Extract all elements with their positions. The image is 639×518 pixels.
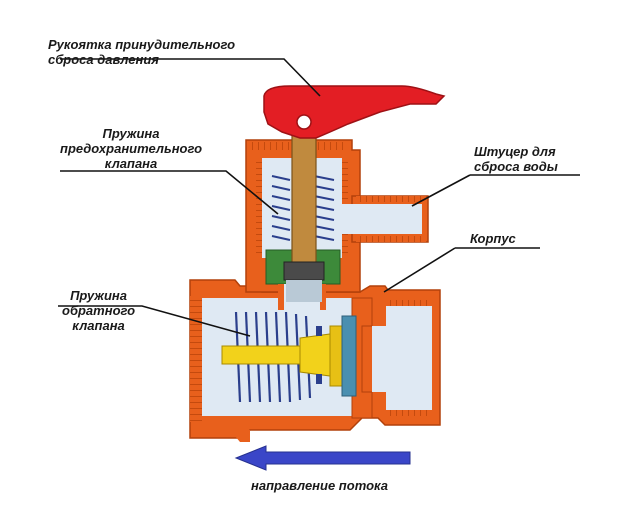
safety-spring-label: Пружина предохранительного клапана xyxy=(60,126,202,171)
body-label: Корпус xyxy=(470,231,516,246)
check-valve-poppet xyxy=(221,315,357,397)
safety-spring-label-line1: Пружина xyxy=(102,126,160,141)
flow-direction-caption: направление потока xyxy=(250,478,388,493)
safety-spring-label-line3: клапана xyxy=(104,156,158,171)
handle-label-line1: Рукоятка принудительного xyxy=(48,37,236,52)
body-label-text: Корпус xyxy=(470,231,516,246)
handle-label: Рукоятка принудительного сброса давления xyxy=(48,37,235,67)
flow-direction-arrow xyxy=(234,445,411,471)
handle-label-line2: сброса давления xyxy=(48,52,159,67)
check-spring-label-line3: клапана xyxy=(72,318,125,333)
drain-fitting xyxy=(342,195,429,243)
check-spring-label: Пружина обратного клапана xyxy=(62,288,135,333)
release-handle xyxy=(263,85,446,139)
drain-fitting-label: Штуцер для сброса воды xyxy=(474,144,558,174)
drain-fitting-label-line1: Штуцер для xyxy=(474,144,556,159)
leader-lines xyxy=(58,58,580,337)
check-spring-label-line2: обратного xyxy=(62,303,136,318)
check-spring-label-line1: Пружина xyxy=(70,288,128,303)
drain-fitting-label-line2: сброса воды xyxy=(474,159,558,174)
safety-valve-spring xyxy=(271,175,335,241)
safety-spring-label-line2: предохранительного xyxy=(60,141,203,156)
